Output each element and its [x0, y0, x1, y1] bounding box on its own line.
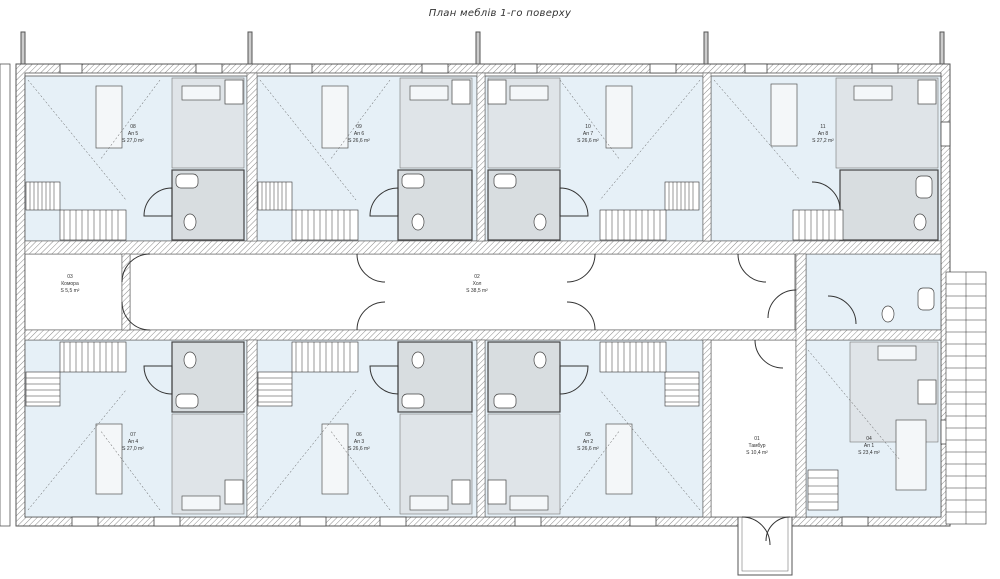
drawing-title: План меблів 1-го поверху [428, 8, 572, 19]
vestibule-fill [710, 339, 797, 518]
left-neighbor-wall [0, 63, 11, 527]
room-number: 05 [585, 432, 591, 438]
room-label-08: 08 Ап 5 S 27,0 m² [98, 124, 168, 145]
table [877, 345, 917, 361]
bathrooms [171, 169, 939, 413]
room-number: 01 [754, 436, 760, 442]
room-area: S 27,0 m² [122, 446, 144, 452]
table [853, 85, 893, 101]
top-posts [20, 31, 945, 65]
room-area: S 38,5 m² [466, 288, 488, 294]
room-name: Ап 3 [353, 439, 365, 445]
bed [895, 419, 927, 491]
room-number: 04 [866, 436, 872, 442]
room-name: Хол [472, 281, 482, 287]
room-number: 10 [585, 124, 591, 130]
room-name: Ап 4 [127, 439, 139, 445]
room-label-01: 01 Тамбур S 10,4 m² [722, 436, 792, 457]
room-area: S 27,0 m² [122, 138, 144, 144]
table [181, 85, 221, 101]
room-label-09: 09 Ап 6 S 26,6 m² [324, 124, 394, 145]
room-label-11: 11 Ап 8 S 27,2 m² [788, 124, 858, 145]
room-area: S 23,4 m² [858, 450, 880, 456]
room-label-10: 10 Ап 7 S 26,6 m² [553, 124, 623, 145]
windows [59, 63, 951, 527]
table [509, 85, 549, 101]
room-label-06: 06 Ап 3 S 26,6 m² [324, 432, 394, 453]
room-area: S 27,2 m² [812, 138, 834, 144]
room-area: S 26,6 m² [577, 138, 599, 144]
room-area: S 26,6 m² [348, 138, 370, 144]
room-name: Ап 6 [353, 131, 365, 137]
room-name: Ап 1 [863, 443, 875, 449]
table [509, 495, 549, 511]
bed [605, 423, 633, 495]
room-number: 02 [474, 274, 480, 280]
room-area: S 26,6 m² [577, 446, 599, 452]
room-area: S 5,5 m² [60, 288, 80, 294]
room-number: 11 [820, 124, 826, 130]
room-area: S 26,6 m² [348, 446, 370, 452]
room-name: Ап 2 [582, 439, 594, 445]
room-name: Тамбур [748, 443, 766, 449]
interior-walls [24, 72, 942, 518]
room-area: S 10,4 m² [746, 450, 768, 456]
room-label-04: 04 Ап 1 S 23,4 m² [834, 436, 904, 457]
furniture [95, 83, 927, 511]
room-name: Ап 7 [582, 131, 594, 137]
door-swings [121, 181, 857, 546]
room-number: 06 [356, 432, 362, 438]
table [409, 85, 449, 101]
room-number: 08 [130, 124, 136, 130]
room-label-03: 03 Комора S 5,5 m² [35, 274, 105, 295]
room-name: Ап 8 [817, 131, 829, 137]
room-label-02: 02 Хол S 38,5 m² [442, 274, 512, 295]
room-label-05: 05 Ап 2 S 26,6 m² [553, 432, 623, 453]
stair-treads [26, 182, 986, 524]
entrance-porch [737, 516, 793, 576]
bed [95, 85, 123, 149]
bed [95, 423, 123, 495]
dashed-guides [27, 79, 901, 511]
bed [321, 423, 349, 495]
room-name: Ап 5 [127, 131, 139, 137]
room-number: 09 [356, 124, 362, 130]
stoves [224, 79, 937, 505]
room-label-07: 07 Ап 4 S 27,0 m² [98, 432, 168, 453]
room-number: 03 [67, 274, 73, 280]
room-number: 07 [130, 432, 136, 438]
table [181, 495, 221, 511]
bed [770, 83, 798, 147]
room-name: Комора [61, 281, 79, 287]
bed [605, 85, 633, 149]
sanitary [175, 173, 935, 409]
bed [321, 85, 349, 149]
table [409, 495, 449, 511]
